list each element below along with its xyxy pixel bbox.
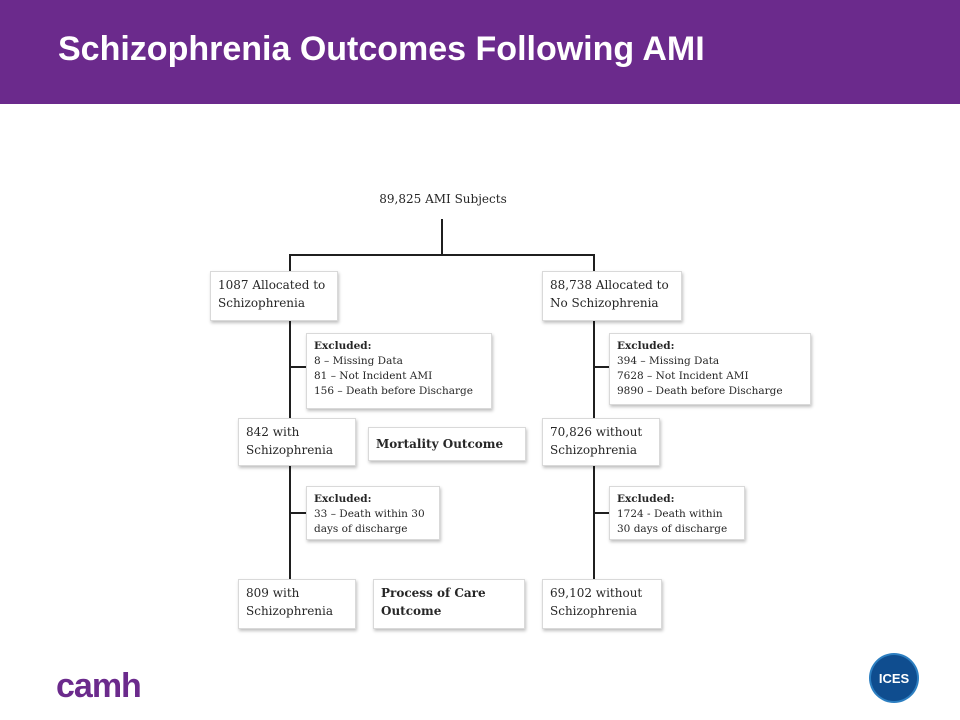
node-mortality-outcome: Mortality Outcome — [368, 427, 526, 461]
node-excluded-left-1: Excluded: 8 – Missing Data 81 – Not Inci… — [306, 333, 492, 409]
connector-root-down — [441, 219, 443, 255]
node-excluded-right-1: Excluded: 394 – Missing Data 7628 – Not … — [609, 333, 811, 405]
connector-right-down — [593, 254, 595, 272]
header-banner: Schizophrenia Outcomes Following AMI — [0, 0, 960, 104]
node-excluded-left-2: Excluded: 33 – Death within 30 days of d… — [306, 486, 440, 540]
node-842-with-schizophrenia: 842 with Schizophrenia — [238, 418, 356, 466]
node-70826-without-schizophrenia: 70,826 without Schizophrenia — [542, 418, 660, 466]
node-809-with-schizophrenia: 809 with Schizophrenia — [238, 579, 356, 629]
node-text: Process of Care — [381, 586, 486, 600]
node-allocated-schizophrenia: 1087 Allocated to Schizophrenia — [210, 271, 338, 321]
excluded-item: 8 – Missing Data — [314, 355, 403, 367]
excluded-item: 30 days of discharge — [617, 523, 728, 535]
node-text: 809 with — [246, 586, 300, 600]
excluded-item: 81 – Not Incident AMI — [314, 370, 433, 382]
node-text: Outcome — [381, 604, 442, 618]
node-text: Schizophrenia — [550, 604, 638, 618]
node-text: Schizophrenia — [246, 604, 334, 618]
node-process-of-care-outcome: Process of Care Outcome — [373, 579, 525, 629]
excluded-heading: Excluded: — [617, 340, 675, 352]
node-text: Mortality Outcome — [376, 437, 504, 451]
connector-right-exclusion2 — [593, 512, 611, 514]
connector-left-exclusion2 — [289, 512, 307, 514]
root-node-ami-subjects: 89,825 AMI Subjects — [379, 192, 507, 206]
node-text: Schizophrenia — [246, 443, 334, 457]
connector-right-trunk — [593, 320, 595, 418]
ices-logo: ICES — [871, 655, 917, 701]
node-text: 69,102 without — [550, 586, 643, 600]
excluded-item: 7628 – Not Incident AMI — [617, 370, 749, 382]
node-text: 70,826 without — [550, 425, 643, 439]
excluded-item: 33 – Death within 30 — [314, 508, 425, 520]
excluded-item: 9890 – Death before Discharge — [617, 385, 783, 397]
connector-left-trunk2 — [289, 466, 291, 579]
excluded-heading: Excluded: — [314, 340, 372, 352]
connector-left-down — [289, 254, 291, 272]
node-69102-without-schizophrenia: 69,102 without Schizophrenia — [542, 579, 662, 629]
connector-right-exclusion1 — [593, 366, 611, 368]
excluded-item: days of discharge — [314, 523, 408, 535]
camh-logo: camh — [56, 667, 142, 705]
node-excluded-right-2: Excluded: 1724 - Death within 30 days of… — [609, 486, 745, 540]
connector-left-trunk — [289, 320, 291, 418]
node-allocated-no-schizophrenia: 88,738 Allocated to No Schizophrenia — [542, 271, 682, 321]
node-text: No Schizophrenia — [550, 296, 659, 310]
node-text: Schizophrenia — [218, 296, 306, 310]
excluded-heading: Excluded: — [314, 493, 372, 505]
connector-left-exclusion1 — [289, 366, 307, 368]
excluded-heading: Excluded: — [617, 493, 675, 505]
connector-branch-horizontal — [289, 254, 595, 256]
page-title: Schizophrenia Outcomes Following AMI — [58, 30, 705, 68]
node-text: 842 with — [246, 425, 300, 439]
connector-right-trunk2 — [593, 466, 595, 579]
ices-logo-text: ICES — [878, 670, 910, 686]
excluded-item: 156 – Death before Discharge — [314, 385, 473, 397]
excluded-item: 1724 - Death within — [617, 508, 723, 520]
node-text: 88,738 Allocated to — [550, 278, 669, 292]
excluded-item: 394 – Missing Data — [617, 355, 720, 367]
node-text: 1087 Allocated to — [218, 278, 326, 292]
node-text: Schizophrenia — [550, 443, 638, 457]
